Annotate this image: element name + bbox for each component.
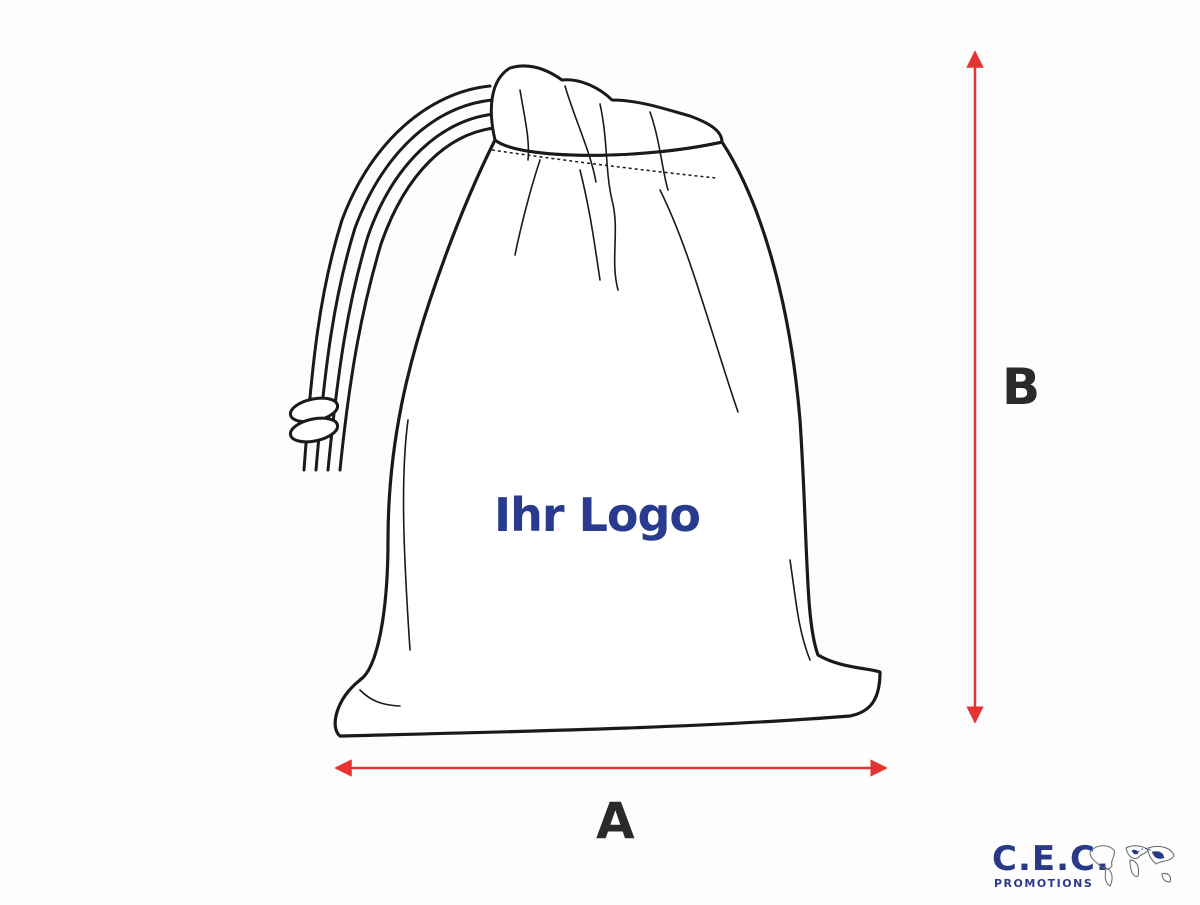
bag-gathered-top xyxy=(489,64,724,157)
brand-name: C.E.C. xyxy=(992,839,1110,879)
brand-logo: C.E.C. PROMOTIONS xyxy=(988,838,1178,894)
bag-folds xyxy=(359,85,811,707)
cord-knot xyxy=(288,396,340,444)
bag-body xyxy=(333,138,882,738)
drawstring-cord xyxy=(302,84,496,472)
brand-subtitle: PROMOTIONS xyxy=(994,877,1094,890)
logo-placeholder-text: Ihr Logo xyxy=(494,488,701,542)
world-map-icon xyxy=(1089,845,1175,887)
bag-stitch-line xyxy=(491,149,717,179)
dimension-b-label: B xyxy=(1002,358,1041,416)
dimension-a-label: A xyxy=(596,792,635,850)
